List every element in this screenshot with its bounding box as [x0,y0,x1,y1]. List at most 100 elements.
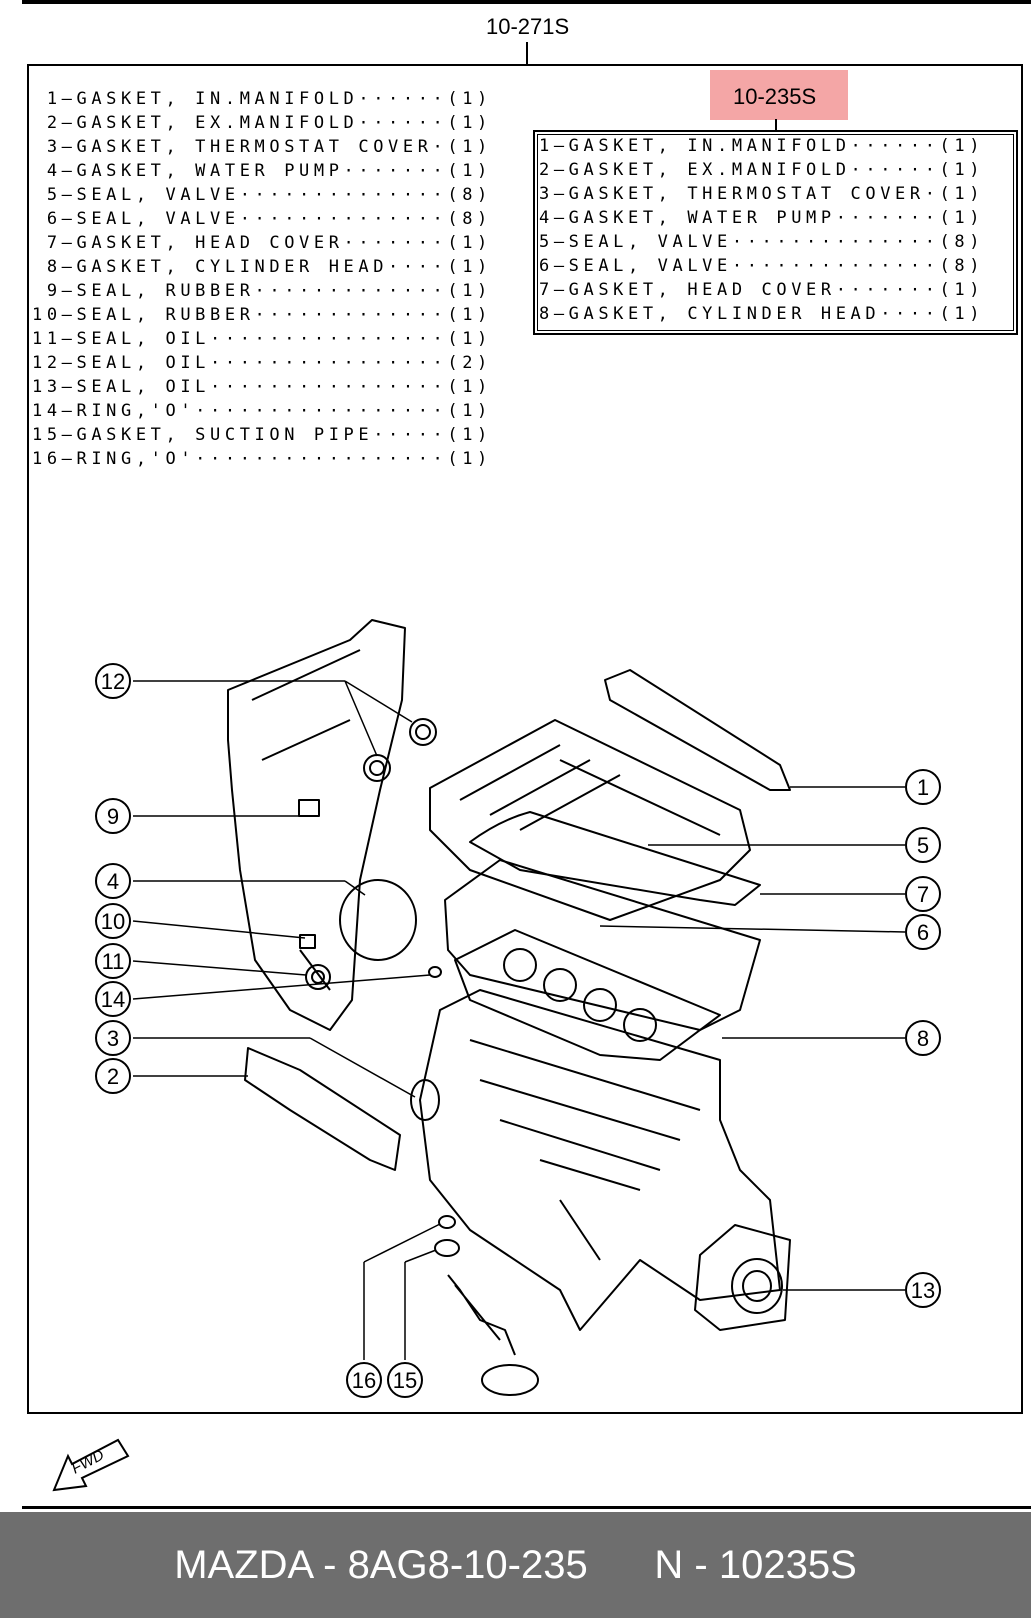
o-ring-16 [438,1215,456,1229]
oil-strainer [481,1364,539,1396]
exhaust-gasket [244,1047,401,1171]
parts-list-item-9: 9—SEAL, RUBBER·············(1) [32,281,492,301]
callout-circle-14 [95,981,131,1017]
callout-12: 12 [95,663,131,699]
diagram-frame [27,64,1023,1414]
sub-parts-list-item-7: 7—GASKET, HEAD COVER·······(1) [539,280,985,300]
bottom-rule [22,1506,1031,1509]
callout-circle-9 [95,798,131,834]
callout-circle-16 [346,1362,382,1398]
oil-seal-11 [305,964,331,990]
thermostat-gasket [410,1079,440,1121]
cylinder-block [419,989,781,1331]
sub-parts-list-item-4: 4—GASKET, WATER PUMP·······(1) [539,208,985,228]
parts-list-item-2: 2—GASKET, EX.MANIFOLD······(1) [32,113,492,133]
callout-15: 15 [387,1362,423,1398]
parts-list-item-8: 8—GASKET, CYLINDER HEAD····(1) [32,257,492,277]
callout-4: 4 [95,863,131,899]
head-cover-gasket [469,811,761,906]
head-gasket [454,929,721,1061]
sub-kit-box [533,130,1018,335]
callout-6: 6 [905,914,941,950]
rear-cover [694,1224,791,1331]
sub-parts-list-item-8: 8—GASKET, CYLINDER HEAD····(1) [539,304,985,324]
callout-circle-5 [905,827,941,863]
sub-parts-list: 1—GASKET, IN.MANIFOLD······(1) 2—GASKET, … [539,134,984,326]
parts-list-item-15: 15—GASKET, SUCTION PIPE·····(1) [32,425,492,445]
callout-label-11: 11 [102,949,125,974]
callout-circle-12 [95,663,131,699]
parts-list-item-16: 16—RING,'O'·················(1) [32,449,492,469]
callout-label-10: 10 [101,909,125,934]
footer-part-number: 8AG8-10-235 [347,1543,588,1587]
callout-13: 13 [905,1272,941,1308]
callout-7: 7 [905,876,941,912]
footer-bar: MAZDA - 8AG8-10-235 N - 10235S [0,1512,1031,1618]
callout-8: 8 [905,1020,941,1056]
callout-circle-15 [387,1362,423,1398]
callout-10: 10 [95,903,131,939]
suction-pipe-gasket [434,1239,460,1257]
footer-separator: - [312,1543,348,1587]
forward-arrow-icon: FWD [52,1438,130,1492]
oil-seal-12b [409,718,437,746]
callout-label-4: 4 [107,869,119,894]
head-cover [429,719,751,921]
sub-parts-list-item-6: 6—SEAL, VALVE··············(8) [539,256,985,276]
callout-label-9: 9 [107,804,119,829]
sub-parts-list-item-5: 5—SEAL, VALVE··············(8) [539,232,985,252]
callout-1: 1 [905,769,941,805]
parts-list-item-3: 3—GASKET, THERMOSTAT COVER·(1) [32,137,492,157]
callout-circle-4 [95,863,131,899]
oil-pickup-pipe [447,1274,516,1356]
o-ring-14 [428,966,442,978]
callout-14: 14 [95,981,131,1017]
parts-list-item-10: 10—SEAL, RUBBER·············(1) [32,305,492,325]
parts-list-item-7: 7—GASKET, HEAD COVER·······(1) [32,233,492,253]
callout-16: 16 [346,1362,382,1398]
callout-label-6: 6 [917,920,929,945]
footer-kit-prefix: N [654,1543,684,1587]
callout-2: 2 [95,1058,131,1094]
callout-label-3: 3 [107,1026,119,1051]
parts-list-item-6: 6—SEAL, VALVE··············(8) [32,209,492,229]
callout-label-7: 7 [917,882,929,907]
callout-3: 3 [95,1020,131,1056]
callout-circle-2 [95,1058,131,1094]
callout-label-13: 13 [911,1278,935,1303]
callout-label-1: 1 [917,775,929,800]
callout-label-2: 2 [107,1064,119,1089]
callout-label-15: 15 [393,1368,417,1393]
parts-list-item-5: 5—SEAL, VALVE··············(8) [32,185,492,205]
sub-parts-list-item-1: 1—GASKET, IN.MANIFOLD······(1) [539,136,985,156]
callout-label-12: 12 [101,669,125,694]
callout-circle-7 [905,876,941,912]
parts-list-item-14: 14—RING,'O'·················(1) [32,401,492,421]
callout-label-8: 8 [917,1026,929,1051]
callout-label-14: 14 [101,987,125,1012]
callout-circle-3 [95,1020,131,1056]
kit-number-leader [526,42,528,64]
footer-text: MAZDA - 8AG8-10-235 N - 10235S [0,1512,1031,1618]
parts-list-item-13: 13—SEAL, OIL················(1) [32,377,492,397]
parts-list-item-4: 4—GASKET, WATER PUMP·······(1) [32,161,492,181]
top-rule [22,0,1031,4]
callout-label-5: 5 [917,833,929,858]
sub-parts-list-item-2: 2—GASKET, EX.MANIFOLD······(1) [539,160,985,180]
callout-label-16: 16 [352,1368,376,1393]
footer-separator-2: - [683,1543,719,1587]
cylinder-head [444,859,761,1031]
callout-circle-1 [905,769,941,805]
footer-brand: MAZDA [174,1543,313,1587]
callout-9: 9 [95,798,131,834]
head-cover-ribs [459,744,721,836]
parts-list-item-12: 12—SEAL, OIL················(2) [32,353,492,373]
parts-list: 1—GASKET, IN.MANIFOLD······(1) 2—GASKET,… [32,87,492,471]
footer-kit-code: 10235S [718,1543,857,1587]
intake-gasket [604,669,791,791]
rubber-seal-10 [299,934,316,949]
sub-kit-highlight [710,70,848,120]
callout-circle-6 [905,914,941,950]
